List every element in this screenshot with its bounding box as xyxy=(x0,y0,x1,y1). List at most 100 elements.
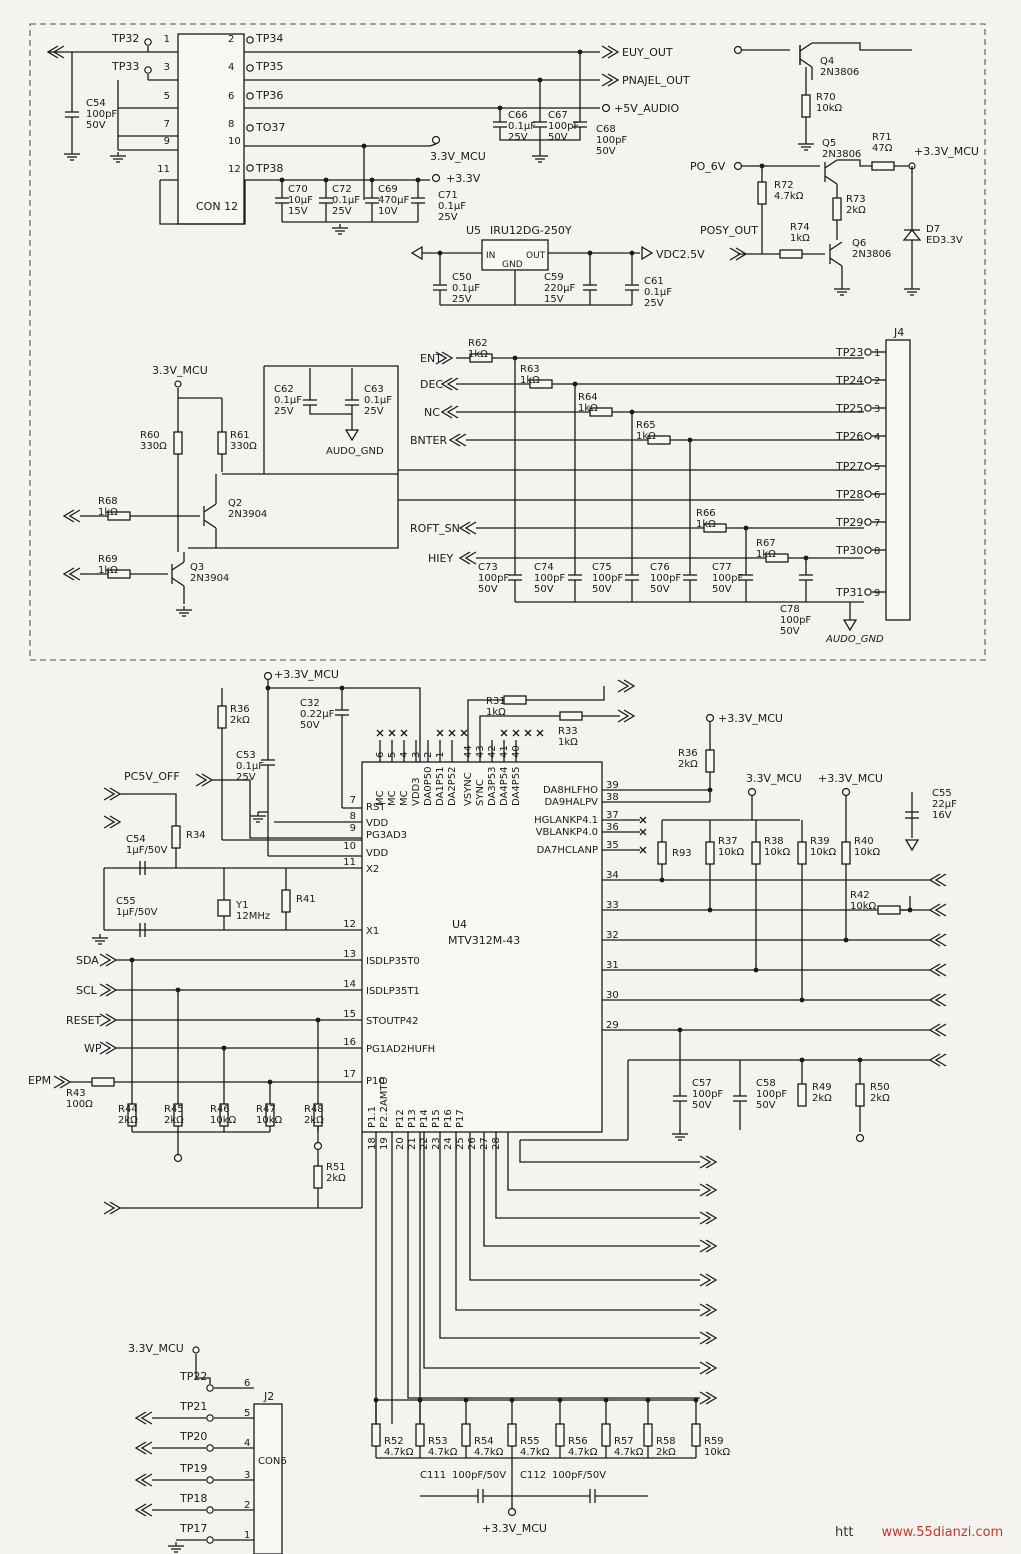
part-label: 100pF xyxy=(780,615,811,626)
net-label: PO_6V xyxy=(690,160,726,173)
pin-number: 26 xyxy=(467,1137,478,1150)
junction-dot xyxy=(843,937,849,943)
terminal xyxy=(174,380,182,388)
part-label: R73 xyxy=(846,194,866,205)
pin-name: DA9HALPV xyxy=(544,797,598,808)
part-label: C74 xyxy=(534,562,554,573)
part-label: R57 xyxy=(614,1436,634,1447)
part-label: R31 xyxy=(486,696,506,707)
pin-name: P2.2AMTO xyxy=(379,1076,390,1128)
part-label: 50V xyxy=(534,584,554,595)
arrow xyxy=(617,679,630,693)
part-label: 25V xyxy=(364,406,384,417)
pin-name: VDD xyxy=(366,848,389,859)
junction-dot xyxy=(361,143,367,149)
power-terminal xyxy=(601,103,611,113)
arrow xyxy=(134,1473,147,1487)
arrow xyxy=(617,709,630,723)
arrow xyxy=(934,963,947,977)
arrow xyxy=(705,1239,718,1253)
part-label: 12MHz xyxy=(236,911,270,922)
junction-dot xyxy=(707,787,713,793)
part-label: 100pF xyxy=(692,1089,723,1100)
testpoint xyxy=(206,1414,214,1422)
part-label: 25V xyxy=(332,206,352,217)
arrow xyxy=(446,405,459,419)
arrow xyxy=(705,1155,718,1169)
pin-number: 24 xyxy=(443,1137,454,1150)
part-label: 4.7kΩ xyxy=(568,1447,598,1458)
arrow xyxy=(140,1411,153,1425)
wire xyxy=(195,1354,211,1384)
pin-name: STOUTP42 xyxy=(366,1016,419,1027)
wire xyxy=(824,159,838,169)
testpoint xyxy=(864,588,872,596)
arrow xyxy=(458,551,471,565)
part-label: R42 xyxy=(850,890,870,901)
testpoint-label: TP19 xyxy=(179,1462,207,1475)
pin-name: P15 xyxy=(431,1109,442,1128)
pin-number: 33 xyxy=(606,900,619,911)
arrow xyxy=(928,1023,941,1037)
wire xyxy=(436,729,444,737)
part-label: R58 xyxy=(656,1436,676,1447)
part-label: R40 xyxy=(854,836,874,847)
power-terminal xyxy=(841,787,851,797)
pin-name: RST xyxy=(366,802,386,813)
net-label: +5V_AUDIO xyxy=(614,102,680,115)
pin-number: 9 xyxy=(350,823,356,834)
pin-number: 29 xyxy=(606,1020,619,1031)
arrow xyxy=(435,351,448,365)
testpoint xyxy=(206,1536,214,1544)
pin-name: VSYNC xyxy=(463,772,474,806)
testpoint xyxy=(864,490,872,498)
arrow xyxy=(705,1391,718,1405)
testpoint-label: TP26 xyxy=(835,430,863,443)
net-label: VDC2.5V xyxy=(656,248,705,261)
arrow xyxy=(440,377,453,391)
wire xyxy=(829,241,843,251)
arrow xyxy=(464,551,477,565)
testpoint-label: TP31 xyxy=(835,586,863,599)
pin-number: 36 xyxy=(606,822,619,833)
pin-name: X2 xyxy=(366,864,379,875)
arrow xyxy=(699,1391,712,1405)
arrow xyxy=(699,1211,712,1225)
testpoint xyxy=(864,404,872,412)
resistor xyxy=(601,1423,611,1447)
resistor xyxy=(217,431,227,455)
part-label: 2kΩ xyxy=(812,1093,832,1104)
wire xyxy=(837,159,872,167)
part-label: R93 xyxy=(672,848,692,859)
terminal xyxy=(192,1346,200,1354)
part-label: R71 xyxy=(872,132,892,143)
pin-name: DA7HCLANP xyxy=(537,845,598,856)
part-label: 50V xyxy=(86,120,106,131)
testpoint xyxy=(864,518,872,526)
part-label: R39 xyxy=(810,836,830,847)
resistor xyxy=(657,841,667,865)
gnd-triangle xyxy=(344,429,360,442)
part-label: 1kΩ xyxy=(98,565,118,576)
pin-number: 19 xyxy=(379,1137,390,1150)
testpoint xyxy=(246,164,254,172)
part-label: 50V xyxy=(300,720,320,731)
part-label: 2kΩ xyxy=(678,759,698,770)
testpoint-label: TP29 xyxy=(835,516,863,529)
resistor xyxy=(559,711,583,721)
part-label: 50V xyxy=(650,584,670,595)
pin-label: IN xyxy=(486,251,495,261)
part-label: 50V xyxy=(592,584,612,595)
pin-number: 37 xyxy=(606,810,619,821)
wire xyxy=(448,729,456,737)
arrow-right xyxy=(607,73,620,87)
arrow xyxy=(699,1361,712,1375)
part-label: 10kΩ xyxy=(854,847,881,858)
part-label: C72 xyxy=(332,184,352,195)
arrow xyxy=(103,787,116,801)
resistor xyxy=(643,1423,653,1447)
arrow-right xyxy=(735,247,748,261)
part-label: 25V xyxy=(236,772,256,783)
pin-name: P12 xyxy=(395,1109,406,1128)
